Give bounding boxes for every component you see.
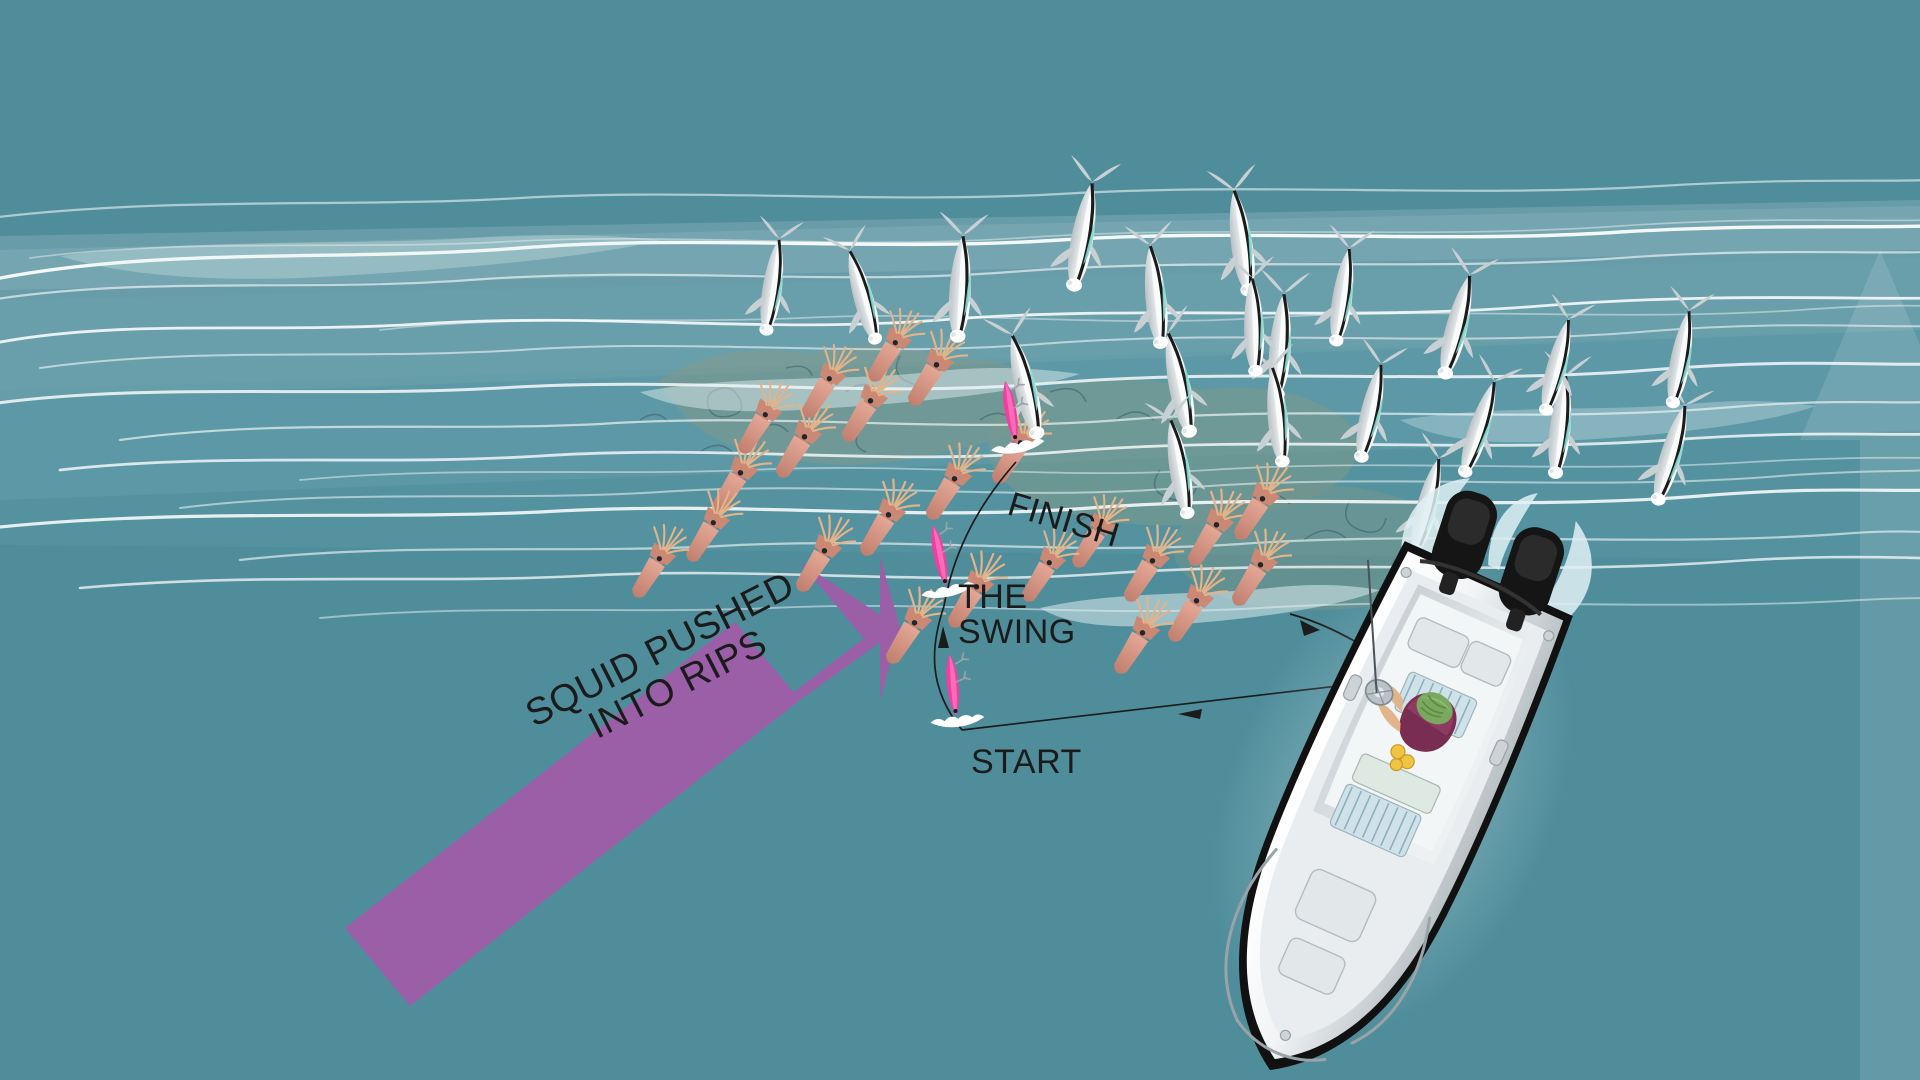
angler-figure (1364, 679, 1457, 772)
current-direction-arrow (1800, 250, 1920, 1080)
deck-hatches (1278, 617, 1512, 995)
boat-cleats (1279, 566, 1555, 1041)
squid-push-arrow (345, 556, 900, 1006)
outboard-motors (1419, 490, 1565, 632)
boat-rails (1224, 848, 1432, 1062)
tackle (1389, 744, 1415, 772)
fishing-rod (1366, 559, 1378, 693)
foam-slabs (60, 234, 1816, 627)
rip-current-lines (0, 179, 1920, 619)
boat-group (1207, 478, 1592, 1071)
